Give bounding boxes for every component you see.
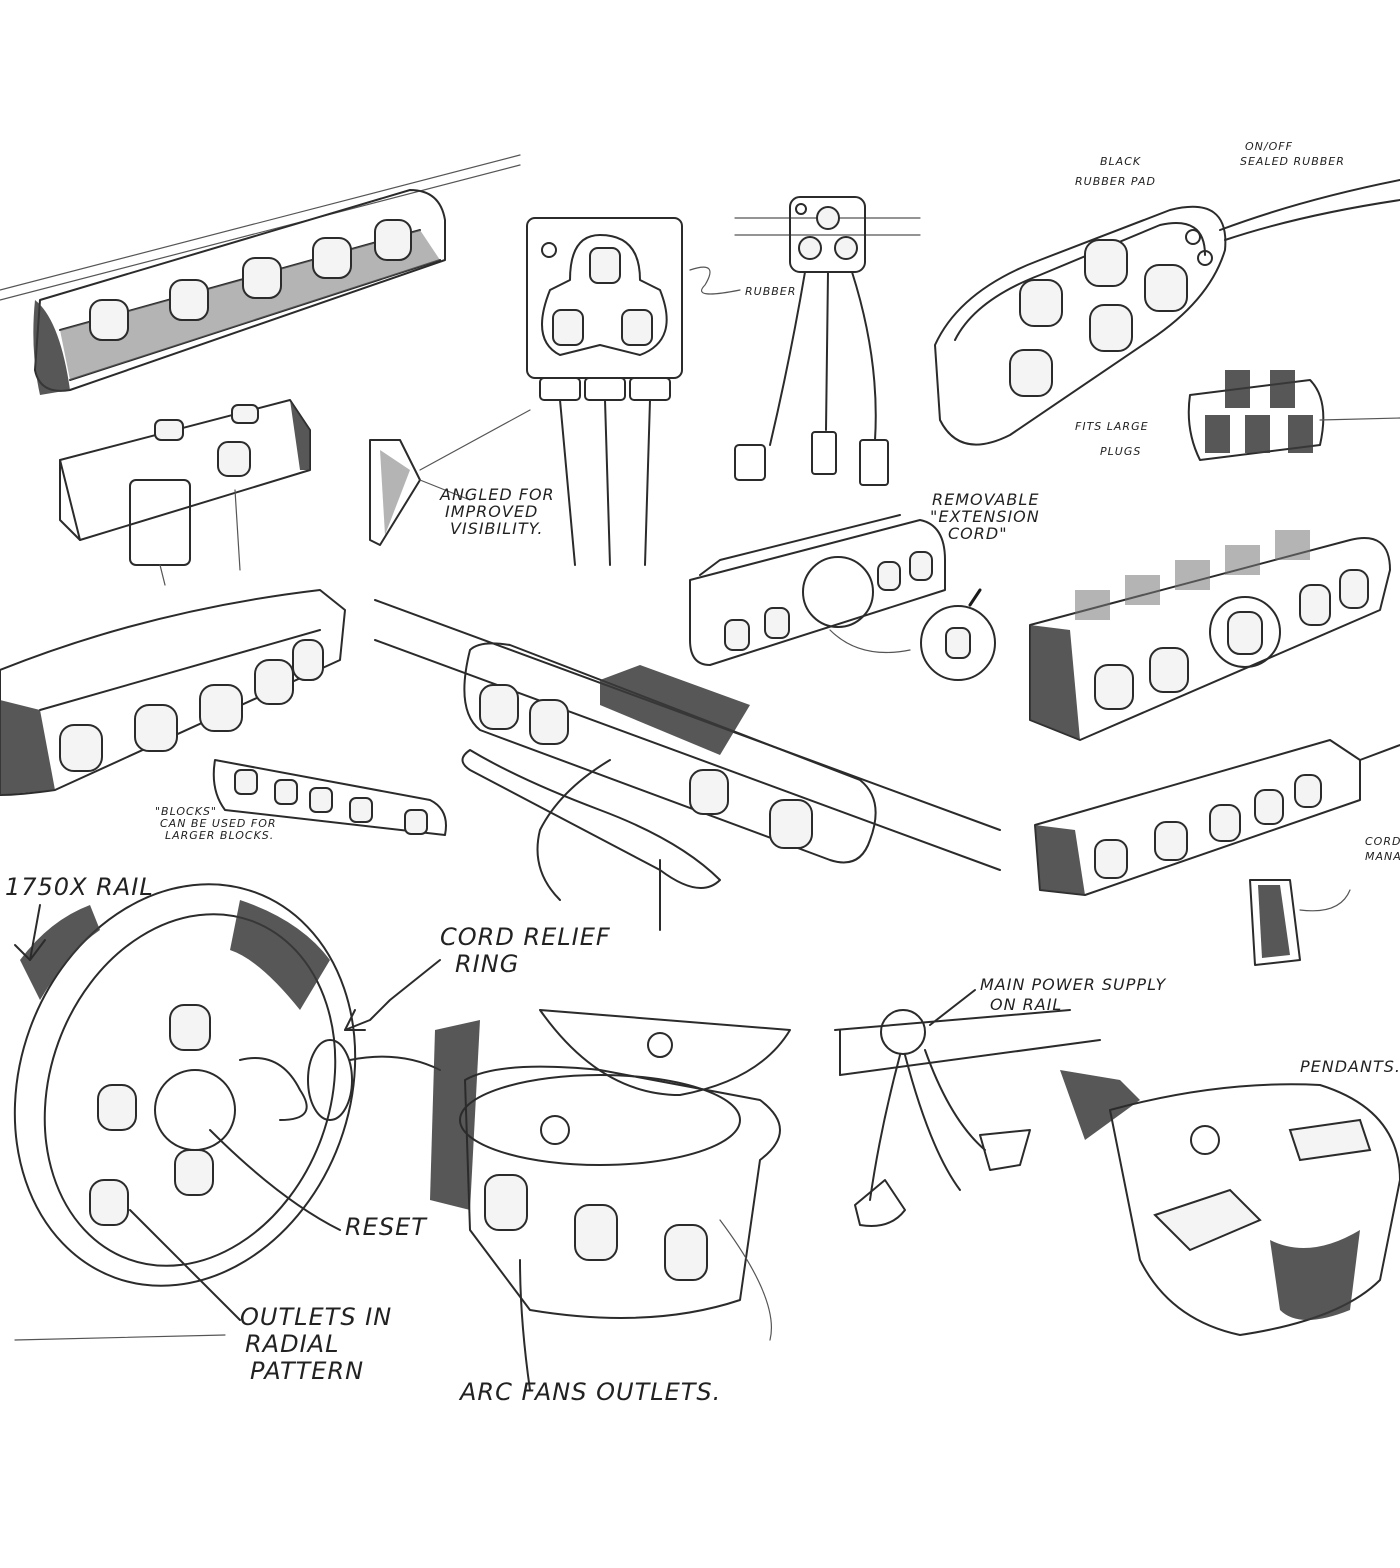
note-main-power-2: ON RAIL (990, 995, 1062, 1014)
hub-with-plugs-sketch (734, 196, 921, 486)
note-outlets-radial-2: RADIAL (245, 1330, 339, 1358)
note-outlets-radial-1: OUTLETS IN (240, 1303, 392, 1331)
note-pendants: PENDANTS. (1300, 1057, 1400, 1076)
note-on-off-1: ON/OFF (1245, 140, 1293, 153)
radial-ring-sketch (13, 883, 441, 1341)
angled-profile-detail (369, 409, 531, 546)
main-power-rail-sketch (834, 1009, 1101, 1227)
angled-strip-outlets (89, 219, 412, 341)
note-cord-manage-1: CORD (1365, 835, 1400, 848)
box-strip-sketch (59, 399, 311, 586)
chunky-blocks-strip-sketch (1029, 530, 1391, 741)
note-angled-line-3: VISIBILITY. (450, 519, 543, 538)
note-removable-line-2: "EXTENSION (930, 507, 1040, 526)
note-outlets-radial-3: PATTERN (250, 1357, 364, 1385)
oval-rubber-pad-strip-sketch (934, 179, 1400, 446)
handwritten-notes: ANGLED FOR IMPROVED VISIBILITY. REMOVABL… (5, 140, 1400, 1406)
triangle-outlet-box-sketch (526, 217, 741, 566)
note-removable-line-3: CORD" (948, 524, 1008, 543)
blocks-strip-sketch (212, 759, 447, 836)
note-angled-line-1: ANGLED FOR (439, 485, 555, 504)
note-cord-relief-1: CORD RELIEF (440, 923, 611, 951)
removable-extension-strip-sketch (689, 514, 996, 681)
pendant-sketch (1060, 1070, 1400, 1336)
arc-fan-outlets-sketch (430, 1009, 791, 1341)
note-on-off-2: SEALED RUBBER (1240, 155, 1345, 168)
note-blocks-2: CAN BE USED FOR (160, 817, 277, 830)
large-plugs-detail (1187, 370, 1400, 461)
note-removable-line-1: REMOVABLE (932, 490, 1039, 509)
rail-clip-strip-sketch (374, 599, 1001, 931)
note-rubber: RUBBER (745, 285, 796, 298)
note-main-power-1: MAIN POWER SUPPLY (980, 975, 1166, 994)
note-fits-large-2: PLUGS (1100, 445, 1141, 458)
annotation-arrows (14, 904, 976, 1391)
note-blocks-3: LARGER BLOCKS. (165, 829, 274, 842)
lozenge-strip-sketch (0, 589, 346, 796)
note-rail: 1750X RAIL (5, 873, 154, 901)
note-arc-fans: ARC FANS OUTLETS. (458, 1378, 721, 1406)
note-fits-large-1: FITS LARGE (1075, 420, 1149, 433)
note-reset: RESET (345, 1213, 428, 1241)
note-black-rubber-pad-1: BLACK (1100, 155, 1141, 168)
cord-management-strip-sketch (1034, 739, 1400, 966)
note-cord-relief-2: RING (455, 950, 519, 978)
note-blocks-1: "BLOCKS" (155, 805, 217, 818)
note-cord-manage-2: MANAG (1365, 850, 1400, 863)
note-angled-line-2: IMPROVED (445, 502, 538, 521)
note-black-rubber-pad-2: RUBBER PAD (1075, 175, 1156, 188)
